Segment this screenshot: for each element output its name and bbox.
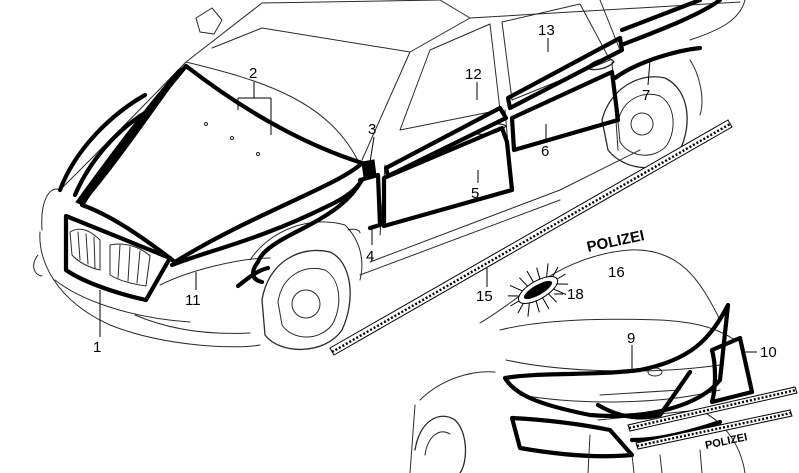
rear-door-panel	[509, 69, 621, 153]
callout-3: 3	[368, 121, 376, 138]
callout-7: 7	[642, 87, 650, 104]
callout-16: 16	[608, 264, 625, 281]
callout-12: 12	[465, 66, 482, 83]
callout-2: 2	[249, 65, 257, 82]
callout-6: 6	[541, 143, 549, 160]
rear-right-piece	[709, 335, 755, 405]
front-door-panel	[381, 125, 515, 229]
hood-band	[75, 65, 187, 206]
leader-lines	[99, 38, 757, 372]
callout-13: 13	[538, 22, 555, 39]
rear-quarter-stripe	[612, 0, 723, 81]
emblem-star-18	[507, 263, 569, 317]
front-bumper-panel	[63, 213, 173, 303]
callout-11: 11	[185, 292, 201, 309]
callout-1: 1	[93, 339, 101, 356]
callout-15: 15	[476, 288, 493, 305]
callout-9: 9	[627, 330, 635, 347]
rear-door-upper-stripe	[505, 35, 625, 111]
side-stripe-15	[329, 119, 733, 356]
decal-lettering-rear: POLIZEI	[704, 431, 748, 452]
front-car-trim	[57, 0, 723, 303]
callout-5: 5	[471, 185, 479, 202]
callout-4: 4	[366, 248, 374, 265]
callout-10: 10	[760, 344, 777, 361]
rear-left-piece	[509, 415, 635, 459]
callout-18: 18	[567, 286, 584, 303]
hood-stripe	[79, 63, 365, 265]
rear-car-outline	[409, 249, 746, 473]
trunk-lid-stripe	[502, 302, 731, 419]
rear-stripe	[627, 386, 798, 450]
callout-labels: 1 2 3 4 5 6 7 9 10 11 12 13 15 16 18	[93, 22, 777, 361]
front-door-upper-stripe	[383, 105, 509, 179]
fender-rear-piece	[357, 172, 383, 231]
fender-stripe	[169, 177, 365, 285]
